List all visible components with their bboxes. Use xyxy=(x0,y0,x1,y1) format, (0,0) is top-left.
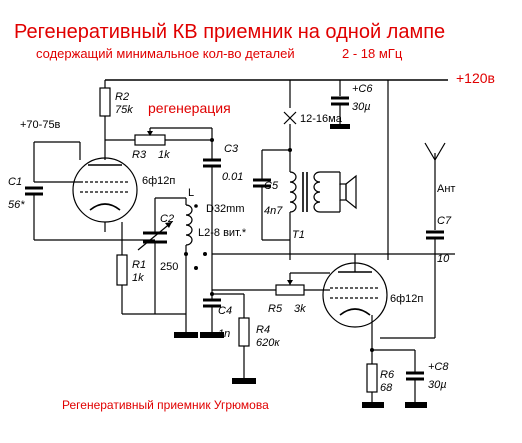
r3-value: 1k xyxy=(158,149,170,161)
resistor-r2 xyxy=(99,87,111,117)
regeneration-label: регенерация xyxy=(148,100,231,116)
diagram-subtitle: содержащий минимальное кол-во деталей xyxy=(36,46,295,61)
speaker-icon xyxy=(339,183,347,201)
supply-voltage: +120в xyxy=(456,70,495,86)
c6-value: 30µ xyxy=(352,101,371,113)
r1-value: 1k xyxy=(132,272,144,284)
c4-value: 1n xyxy=(218,328,230,340)
resistor-r5 xyxy=(275,284,305,296)
r1-name: R1 xyxy=(132,259,146,271)
c7-value: 10 xyxy=(437,253,450,265)
v2-tube-type: 6ф12п xyxy=(390,293,423,305)
frequency-range: 2 - 18 мГц xyxy=(342,46,403,61)
c5-name: C5 xyxy=(264,180,279,192)
r5-value: 3k xyxy=(294,303,306,315)
r6-name: R6 xyxy=(380,369,395,381)
c3-value: 0.01 xyxy=(222,171,243,183)
r5-name: R5 xyxy=(268,303,283,315)
r4-name: R4 xyxy=(256,324,270,336)
c7-name: C7 xyxy=(437,215,452,227)
r2-name: R2 xyxy=(115,91,129,103)
coil-taps: L2-8 вит.* xyxy=(198,227,247,239)
c6-name: +C6 xyxy=(352,83,373,95)
c5-value: 4n7 xyxy=(264,205,283,217)
current-note: 12-16ма xyxy=(300,113,343,125)
c8-name: +C8 xyxy=(428,361,449,373)
r6-value: 68 xyxy=(380,382,393,394)
c2-value: 250 xyxy=(160,261,178,273)
coil-name: L xyxy=(188,187,194,199)
resistor-r6 xyxy=(366,363,378,393)
footer-caption: Регенеративный приемник Угрюмова xyxy=(62,398,269,412)
c1-name: C1 xyxy=(8,176,22,188)
resistor-r3 xyxy=(134,134,166,146)
resistor-r4 xyxy=(238,317,250,347)
anode-voltage-note: +70-75в xyxy=(20,119,61,131)
t1-name: T1 xyxy=(292,229,305,241)
v1-tube-type: 6ф12п xyxy=(142,175,175,187)
ground-symbol xyxy=(174,332,198,338)
c4-name: C4 xyxy=(218,305,232,317)
c8-value: 30µ xyxy=(428,379,447,391)
r2-value: 75k xyxy=(115,104,133,116)
resistor-r1 xyxy=(116,254,128,286)
diagram-title: Регенеративный КВ приемник на одной ламп… xyxy=(14,21,445,43)
coil-form: D32mm xyxy=(206,203,245,215)
c2-name: C2 xyxy=(160,213,174,225)
tube-v1-envelope xyxy=(72,157,138,223)
r4-value: 620к xyxy=(256,337,280,349)
c1-value: 56* xyxy=(8,199,25,211)
coil-l xyxy=(185,204,193,246)
r3-name: R3 xyxy=(132,149,147,161)
transformer-t1 xyxy=(289,171,297,213)
c3-name: C3 xyxy=(224,143,239,155)
antenna-label: Ант xyxy=(437,183,455,195)
